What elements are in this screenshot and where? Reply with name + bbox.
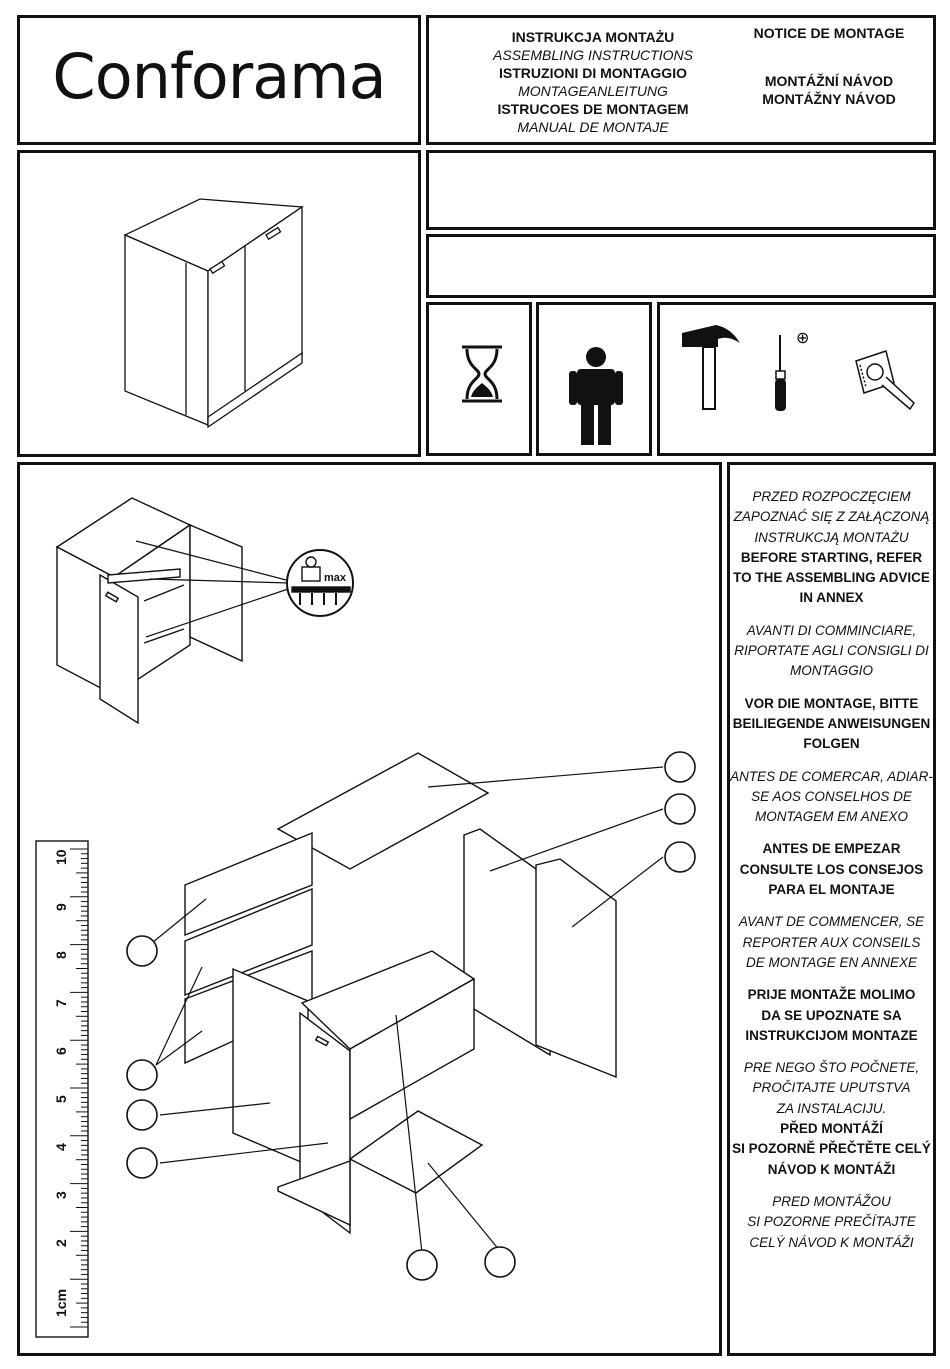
note-line: AVANTI DI COMMINCIARE, xyxy=(746,622,917,638)
assembly-diagram: max xyxy=(35,497,696,1338)
hourglass-icon xyxy=(462,345,502,403)
ruler-number: 7 xyxy=(53,999,69,1007)
title-de: MONTAGEANLEITUNG xyxy=(518,83,668,99)
ruler-number: 10 xyxy=(53,849,69,865)
title-panel: INSTRUKCJA MONTAŻU ASSEMBLING INSTRUCTIO… xyxy=(426,15,936,145)
note-line: ZAPOZNAĆ SIĘ Z ZAŁĄCZONĄ xyxy=(733,509,930,525)
ruler-number: 5 xyxy=(53,1095,69,1103)
ruler-labels: 1cm 2 3 4 5 6 7 8 9 10 xyxy=(53,849,69,1317)
note-line: PŘED MONTÁŽÍ xyxy=(780,1121,883,1137)
note-line: VOR DIE MONTAGE, BITTE xyxy=(744,695,919,711)
titles-right: NOTICE DE MONTAGE MONTÁŽNÍ NÁVOD MONTÁŽN… xyxy=(729,24,929,108)
ruler-unit-label: 1cm xyxy=(53,1289,69,1317)
note-line: INSTRUKCJĄ MONTAŻU xyxy=(754,529,909,545)
title-pl: INSTRUKCJA MONTAŻU xyxy=(511,29,675,45)
product-panel xyxy=(17,150,421,457)
ruler-number: 4 xyxy=(53,1143,69,1151)
ruler-number: 2 xyxy=(53,1239,69,1247)
ruler xyxy=(35,840,89,1338)
phillips-symbol: ⊕ xyxy=(796,328,809,347)
person-icon xyxy=(569,347,623,445)
note-line: REPORTER AUX CONSEILS xyxy=(742,934,921,950)
time-box xyxy=(426,302,532,456)
note-line: ZA INSTALACIJU. xyxy=(776,1100,887,1116)
note-line: PRIJE MONTAŽE MOLIMO xyxy=(747,987,916,1003)
note-line: PRED MONTÁŽOU xyxy=(772,1193,891,1209)
screwdriver-icon: ⊕ xyxy=(775,328,809,411)
note-line: FOLGEN xyxy=(803,736,860,752)
note-line: DA SE UPOZNATE SA xyxy=(761,1007,902,1023)
note-line: PRE NEGO ŠTO POČNETE, xyxy=(743,1060,920,1076)
note-line: SI POZORNĚ PŘEČTĚTE CELÝ xyxy=(732,1141,931,1157)
note-line: RIPORTATE AGLI CONSIGLI DI xyxy=(734,643,929,659)
title-pt: ISTRUCOES DE MONTAGEM xyxy=(497,101,689,117)
assembled-cabinet-sketch xyxy=(55,497,243,725)
title-en: ASSEMBLING INSTRUCTIONS xyxy=(493,47,693,63)
note-line: BEILIEGENDE ANWEISUNGEN xyxy=(732,715,931,731)
product-code-field xyxy=(426,234,936,298)
ruler-number: 9 xyxy=(53,903,69,911)
note-line: INSTRUKCIJOM MONTAZE xyxy=(745,1027,918,1043)
note-line: IN ANNEX xyxy=(799,590,864,606)
exploded-view xyxy=(184,752,617,1235)
tape-measure-icon xyxy=(855,350,915,411)
note-line: PRZED ROZPOCZĘCIEM xyxy=(752,489,911,504)
note-line: PARA EL MONTAJE xyxy=(768,882,895,898)
note-line: ANTES DE COMERCAR, ADIAR- xyxy=(730,768,933,784)
ruler-number: 6 xyxy=(53,1047,69,1055)
title-es: MANUAL DE MONTAJE xyxy=(517,119,669,135)
people-box xyxy=(536,302,652,456)
note-line: MONTAGGIO xyxy=(790,663,873,679)
note-line: PROČITAJTE UPUTSTVA xyxy=(752,1080,911,1096)
tools-icons: ⊕ xyxy=(682,325,915,411)
note-line: CELÝ NÁVOD K MONTÁŽI xyxy=(749,1234,914,1250)
note-line: ANTES DE EMPEZAR xyxy=(762,841,901,857)
title-sk: MONTÁŽNY NÁVOD xyxy=(762,91,896,107)
tools-box: ⊕ xyxy=(657,302,936,456)
product-name-field xyxy=(426,150,936,230)
cabinet-illustration xyxy=(123,198,304,429)
ruler-number: 8 xyxy=(53,951,69,959)
note-line: AVANT DE COMMENCER, SE xyxy=(738,914,925,930)
notes-panel: PRZED ROZPOCZĘCIEM ZAPOZNAĆ SIĘ Z ZAŁĄCZ… xyxy=(727,462,936,1356)
note-line: SI POZORNE PREČÍTAJTE xyxy=(747,1214,916,1230)
assembly-diagram-panel: max xyxy=(17,462,722,1356)
note-line: CONSULTE LOS CONSEJOS xyxy=(739,861,924,877)
notes-text: PRZED ROZPOCZĘCIEM ZAPOZNAĆ SIĘ Z ZAŁĄCZ… xyxy=(730,487,933,1253)
note-line: BEFORE STARTING, REFER xyxy=(740,549,923,565)
note-line: MONTAGEM EM ANEXO xyxy=(754,809,908,825)
brand-logo: Conforama xyxy=(52,40,386,113)
title-it: ISTRUZIONI DI MONTAGGIO xyxy=(499,65,687,81)
note-line: SE AOS CONSELHOS DE xyxy=(751,788,912,804)
title-cz: MONTÁŽNÍ NÁVOD xyxy=(764,73,894,89)
note-line: DE MONTAGE EN ANNEXE xyxy=(745,954,918,970)
title-fr: NOTICE DE MONTAGE xyxy=(753,25,905,41)
ruler-number: 3 xyxy=(53,1191,69,1199)
logo-panel: Conforama xyxy=(17,15,421,145)
note-line: NÁVOD K MONTÁŽI xyxy=(767,1161,896,1177)
max-label: max xyxy=(324,572,347,584)
titles-left: INSTRUKCJA MONTAŻU ASSEMBLING INSTRUCTIO… xyxy=(443,28,743,136)
hammer-icon xyxy=(682,325,740,410)
note-line: TO THE ASSEMBLING ADVICE xyxy=(733,570,930,586)
